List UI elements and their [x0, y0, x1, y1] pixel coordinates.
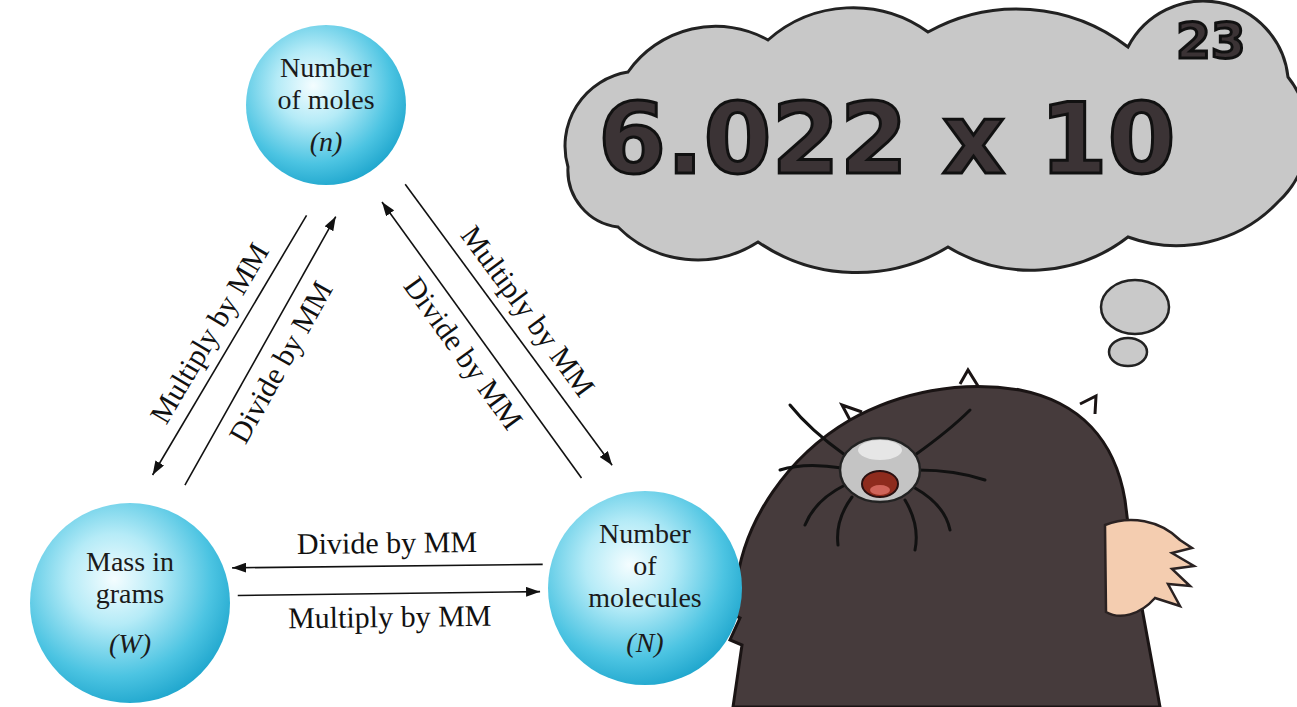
whisker [918, 470, 985, 480]
quantity-name: Number of moles [272, 52, 380, 116]
cloud-outline [565, 1, 1297, 273]
mole-tongue [870, 485, 890, 495]
constant-text: 6.022 x 10 [598, 90, 1176, 188]
whisker [838, 497, 852, 545]
conversion-arrow [232, 564, 543, 567]
circle-fill [30, 503, 230, 703]
mole-whiskers [780, 405, 985, 550]
mole-body [728, 387, 1160, 707]
quantity-circle: Number of molecules (N) [548, 491, 742, 685]
whisker [915, 410, 970, 455]
whisker [905, 500, 916, 550]
edge-label: Divide by MM [297, 525, 477, 562]
quantity-circle: Mass in grams (W) [30, 503, 230, 703]
exponent-text: 23 [1176, 16, 1246, 66]
thought-bubble [1109, 338, 1147, 366]
thought-bubble [1101, 280, 1169, 334]
circle-text-group: Number of moles (n) [272, 52, 380, 159]
whisker [780, 465, 842, 470]
quantity-circle: Number of moles (n) [246, 25, 406, 185]
circle-fill [246, 25, 406, 185]
edge-label-text: Multiply by MM [287, 598, 491, 635]
whisker [915, 488, 950, 530]
mole-mouth [862, 471, 898, 497]
snout-highlight [858, 440, 902, 460]
quantity-symbol: (N) [587, 626, 704, 658]
quantity-name: Mass in grams [80, 546, 180, 610]
exponent: 23 [1176, 16, 1246, 66]
conversion-arrow [238, 592, 540, 596]
mole-hand [1105, 520, 1194, 616]
constant-value: 6.022 x 10 [598, 90, 1176, 188]
quantity-name: Number of molecules [587, 518, 704, 615]
thought-cloud: 6.022 x 1023 [528, 2, 1293, 277]
quantity-symbol: (W) [80, 628, 180, 660]
circle-fill [548, 491, 742, 685]
edge-label-text: Divide by MM [297, 525, 477, 562]
whisker [790, 405, 845, 455]
mole-snout [840, 438, 920, 502]
edge-label: Multiply by MM [287, 598, 491, 635]
quantity-symbol: (n) [272, 126, 380, 158]
circle-text-group: Mass in grams (W) [80, 546, 180, 661]
circle-text-group: Number of molecules (N) [587, 518, 704, 659]
